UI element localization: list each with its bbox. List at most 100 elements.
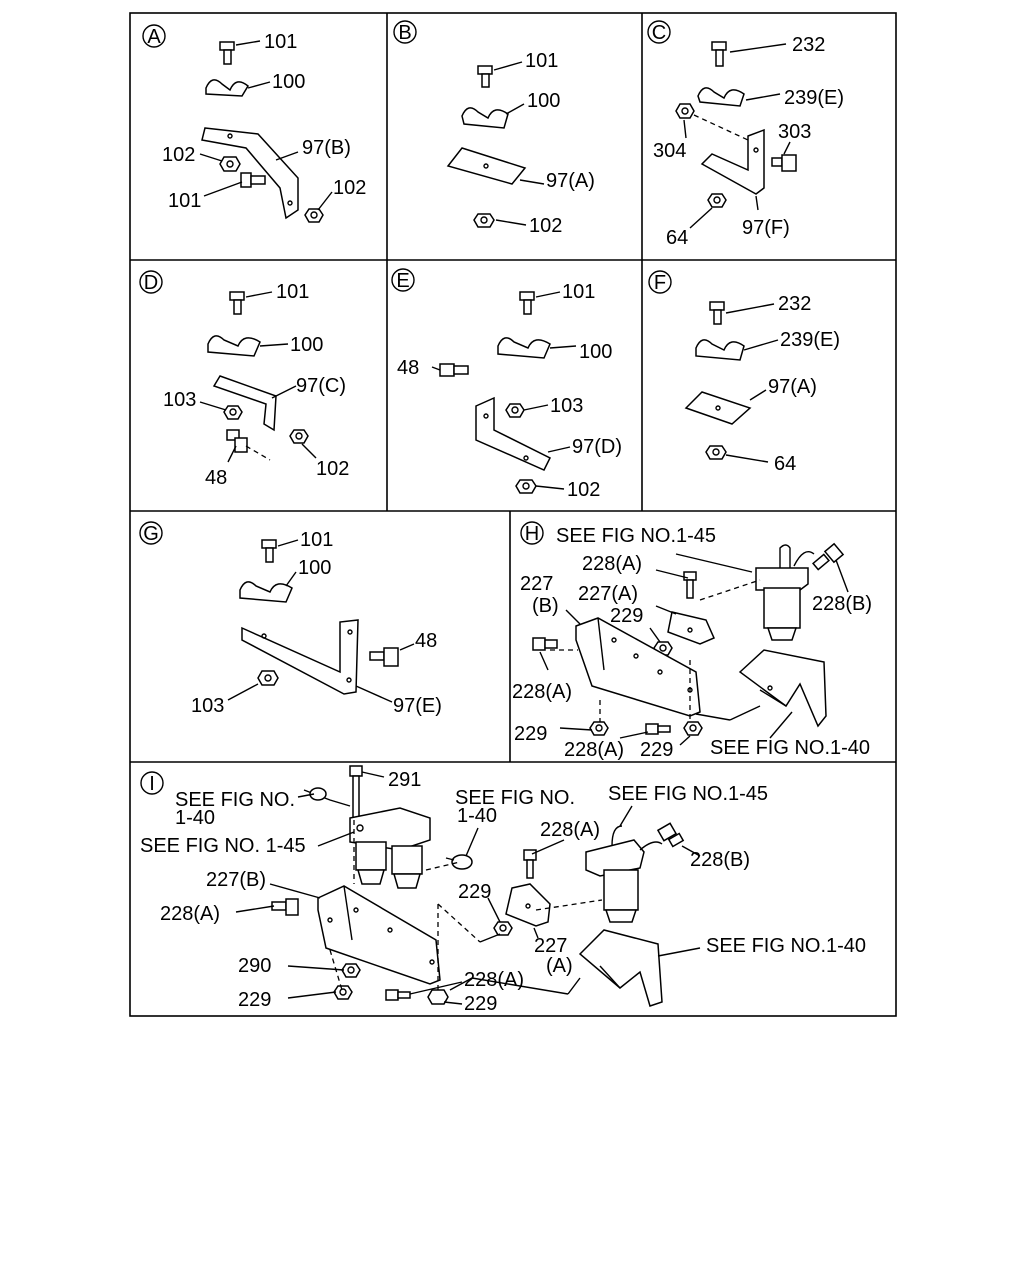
callout-label: 97(C) bbox=[296, 375, 346, 397]
callout-label: 97(A) bbox=[768, 376, 817, 398]
bracket-drawing bbox=[201, 127, 299, 220]
bolt-drawing bbox=[439, 363, 469, 377]
callout-label: 101 bbox=[525, 50, 558, 72]
callout-label: 100 bbox=[579, 341, 612, 363]
panel-g-letter: G bbox=[139, 521, 163, 545]
callout-label: 101 bbox=[276, 281, 309, 303]
callout-label: 227 bbox=[534, 935, 567, 957]
bolt-drawing bbox=[523, 849, 537, 879]
callout-label: 228(A) bbox=[512, 681, 572, 703]
callout-label: 97(F) bbox=[742, 217, 790, 239]
bolt-drawing bbox=[349, 765, 363, 821]
nut-drawing bbox=[341, 963, 361, 978]
callout-label: 1-40 bbox=[457, 805, 497, 827]
callout-label: 1-40 bbox=[175, 807, 215, 829]
callout-label: (A) bbox=[546, 955, 573, 977]
pipe-fitting-drawing bbox=[303, 787, 351, 807]
bolt-drawing bbox=[645, 723, 671, 735]
nut-drawing bbox=[427, 989, 449, 1005]
bolt-drawing bbox=[519, 291, 535, 315]
callout-label: 97(E) bbox=[393, 695, 442, 717]
callout-label: 227 bbox=[520, 573, 553, 595]
support-tray-drawing bbox=[578, 929, 663, 1007]
callout-label: 228(B) bbox=[690, 849, 750, 871]
nut-drawing bbox=[219, 156, 241, 172]
nut-drawing bbox=[705, 445, 727, 460]
panel-h: H bbox=[512, 521, 872, 761]
callout-label: SEE FIG NO.1-40 bbox=[710, 737, 870, 759]
panel-i-letter: I bbox=[140, 771, 164, 795]
bolt-drawing bbox=[240, 172, 266, 188]
callout-label: 102 bbox=[162, 144, 195, 166]
nut-drawing bbox=[505, 403, 525, 418]
nut-drawing bbox=[223, 405, 243, 420]
callout-label: 48 bbox=[397, 357, 419, 379]
clip-drawing bbox=[697, 87, 745, 107]
callout-label: 102 bbox=[316, 458, 349, 480]
panel-b-letter-text: B bbox=[398, 22, 411, 44]
panel-c: C 232 239(E) bbox=[647, 20, 844, 249]
callout-label: 100 bbox=[298, 557, 331, 579]
clip-drawing bbox=[461, 107, 509, 129]
callout-label: 102 bbox=[333, 177, 366, 199]
callout-label: 228(A) bbox=[464, 969, 524, 991]
fuel-filter-drawing bbox=[585, 825, 663, 923]
callout-label: 227(A) bbox=[578, 583, 638, 605]
bolt-drawing bbox=[261, 539, 277, 563]
support-tray-drawing bbox=[738, 649, 827, 728]
panel-h-letter: H bbox=[520, 521, 544, 545]
callout-label: 228(A) bbox=[564, 739, 624, 761]
callout-label: 227(B) bbox=[206, 869, 266, 891]
panel-b-letter: B bbox=[393, 20, 417, 44]
callout-label: (B) bbox=[532, 595, 559, 617]
panel-f-letter: F bbox=[648, 270, 672, 294]
panel-d-letter: D bbox=[139, 270, 163, 294]
panel-h-letter-text: H bbox=[525, 523, 539, 545]
callout-label: 290 bbox=[238, 955, 271, 977]
bolt-drawing bbox=[385, 989, 411, 1001]
panel-i: I bbox=[140, 765, 866, 1015]
panel-a-letter-text: A bbox=[147, 26, 161, 48]
nut-drawing bbox=[304, 208, 324, 223]
callout-label: 232 bbox=[792, 34, 825, 56]
callout-label: 291 bbox=[388, 769, 421, 791]
callout-label: 101 bbox=[264, 31, 297, 53]
clip-drawing bbox=[239, 581, 293, 603]
plate-drawing bbox=[684, 391, 752, 425]
callout-label: SEE FIG NO. 1-45 bbox=[140, 835, 306, 857]
callout-label: 229 bbox=[238, 989, 271, 1011]
panel-a-letter: A bbox=[142, 24, 166, 48]
callout-label: 229 bbox=[458, 881, 491, 903]
panel-d-letter-text: D bbox=[144, 272, 158, 294]
clip-drawing bbox=[207, 335, 261, 357]
bolt-drawing bbox=[532, 637, 558, 651]
panel-i-letter-text: I bbox=[149, 773, 155, 795]
panel-a: A 101 100 bbox=[142, 24, 366, 223]
callout-label: 229 bbox=[610, 605, 643, 627]
panel-f-letter-text: F bbox=[654, 272, 666, 294]
bolt-drawing bbox=[219, 41, 235, 65]
callout-label: 103 bbox=[550, 395, 583, 417]
callout-label: SEE FIG NO.1-45 bbox=[608, 783, 768, 805]
panel-c-letter: C bbox=[647, 20, 671, 44]
callout-label: 101 bbox=[168, 190, 201, 212]
nut-drawing bbox=[473, 213, 495, 228]
callout-label: 303 bbox=[778, 121, 811, 143]
clip-drawing bbox=[695, 339, 745, 361]
callout-label: 304 bbox=[653, 140, 686, 162]
nut-drawing bbox=[589, 721, 609, 736]
panel-c-letter-text: C bbox=[652, 22, 666, 44]
bolt-drawing bbox=[229, 291, 245, 315]
callout-label: 97(A) bbox=[546, 170, 595, 192]
bolt-drawing bbox=[271, 898, 299, 916]
panel-b: B 101 100 97(A) 102 bbox=[393, 20, 595, 237]
pipe-fitting-drawing bbox=[445, 854, 473, 870]
callout-label: 64 bbox=[666, 227, 688, 249]
bracket-drawing bbox=[475, 396, 552, 471]
clip-drawing bbox=[497, 337, 551, 359]
bracket-drawing bbox=[667, 611, 715, 645]
callout-label: 101 bbox=[562, 281, 595, 303]
callout-label: 229 bbox=[464, 993, 497, 1015]
bolt-drawing bbox=[709, 301, 725, 325]
callout-label: 97(B) bbox=[302, 137, 351, 159]
